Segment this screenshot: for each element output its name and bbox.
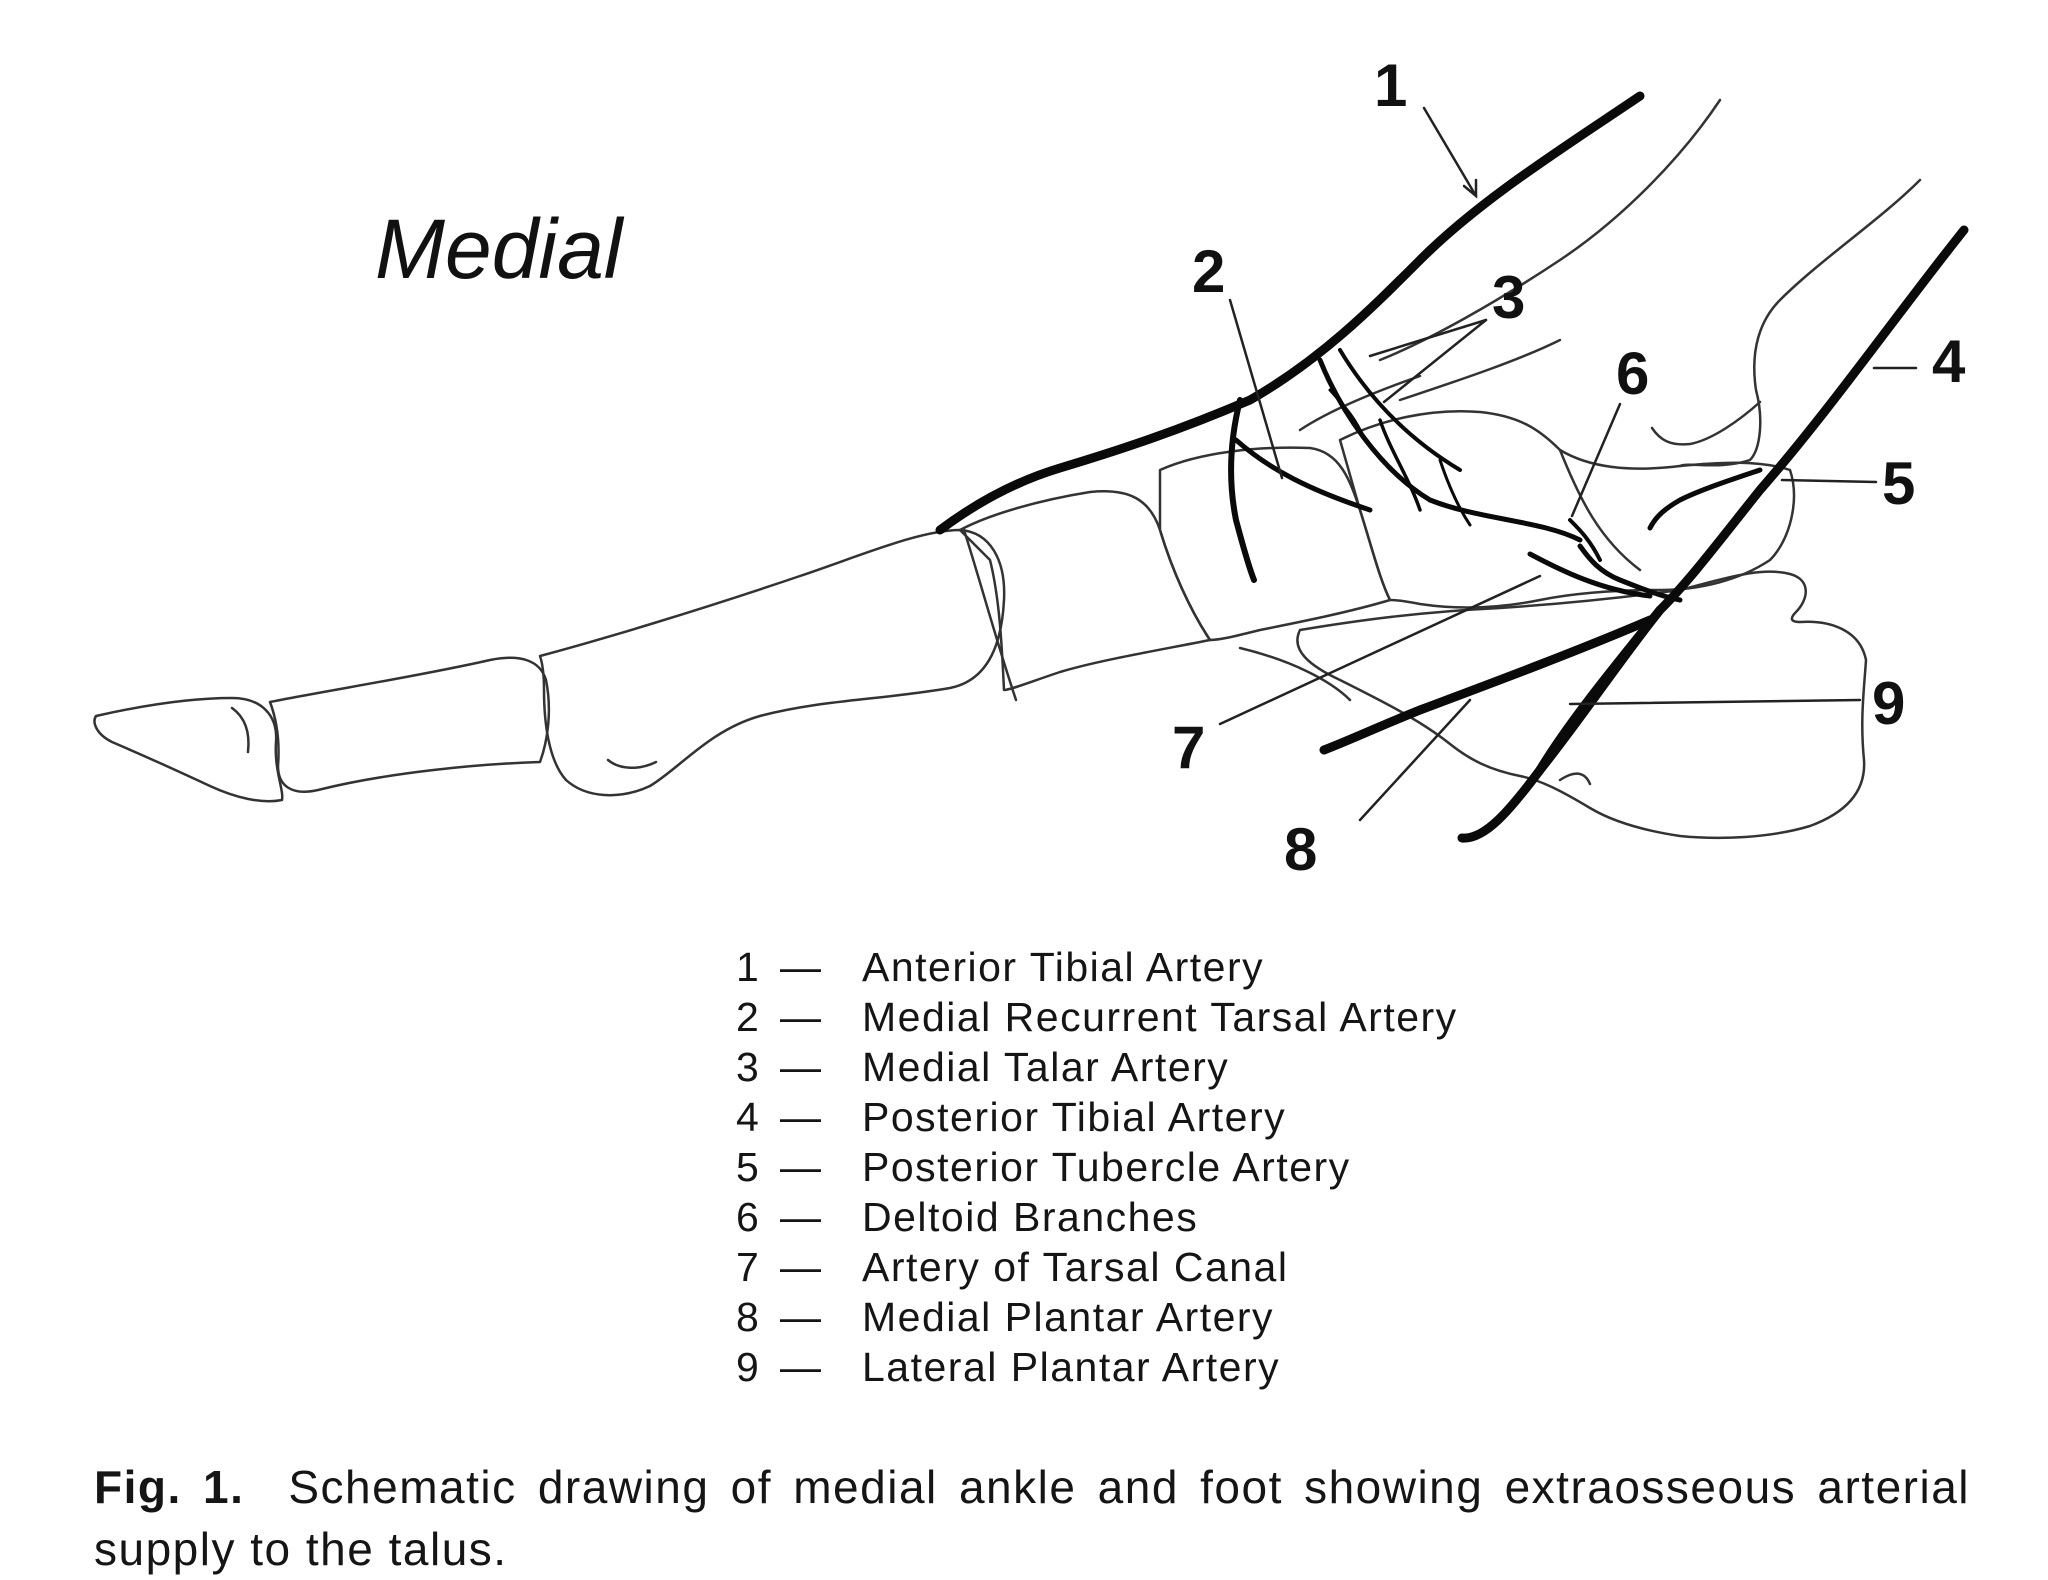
legend: 1—Anterior Tibial Artery 2—Medial Recurr… <box>736 942 1458 1392</box>
foot-bones <box>93 98 1922 840</box>
marker-9: 9 <box>1872 670 1905 737</box>
legend-item-8: 8—Medial Plantar Artery <box>736 1294 1275 1340</box>
proximal-phalanx <box>268 656 551 793</box>
medial-recurrent-tarsal-artery <box>1228 397 1257 583</box>
caption-text: Schematic drawing of medial ankle and fo… <box>94 1461 1971 1575</box>
foot-artery-diagram: Medial <box>93 52 1969 883</box>
marker-2: 2 <box>1192 238 1225 305</box>
medial-cuneiform <box>958 490 1212 692</box>
marker-6: 6 <box>1616 340 1649 407</box>
legend-item-4: 4—Posterior Tibial Artery <box>736 1094 1287 1140</box>
marker-8: 8 <box>1284 816 1317 883</box>
legend-item-6: 6—Deltoid Branches <box>736 1194 1199 1240</box>
legend-item-5: 5—Posterior Tubercle Artery <box>736 1144 1351 1190</box>
talus <box>1338 410 1796 609</box>
tibia <box>1378 98 1722 362</box>
lateral-plantar-artery <box>1535 605 1665 775</box>
fibula <box>1678 178 1922 468</box>
first-metatarsal <box>538 528 1006 797</box>
distal-phalanx <box>93 696 284 803</box>
figure-caption: Fig. 1.Schematic drawing of medial ankle… <box>94 1456 1970 1580</box>
leader-lines <box>1218 106 1918 822</box>
view-label: Medial <box>375 202 625 296</box>
marker-1: 1 <box>1374 52 1407 119</box>
marker-5: 5 <box>1882 450 1915 517</box>
legend-item-9: 9—Lateral Plantar Artery <box>736 1344 1281 1390</box>
deltoid-branches <box>1577 543 1683 603</box>
figure: Medial <box>93 52 1969 1575</box>
marker-7: 7 <box>1172 714 1205 781</box>
medial-talar-artery <box>1317 357 1583 543</box>
arteries <box>935 91 1969 843</box>
anterior-tibial-artery <box>935 91 1645 535</box>
legend-item-3: 3—Medial Talar Artery <box>736 1044 1230 1090</box>
navicular <box>1158 446 1392 642</box>
artery-of-tarsal-canal <box>1527 551 1653 599</box>
marker-3: 3 <box>1492 264 1525 331</box>
marker-4: 4 <box>1932 328 1966 395</box>
legend-item-1: 1—Anterior Tibial Artery <box>736 944 1265 990</box>
posterior-tubercle-artery <box>1647 467 1763 531</box>
number-markers: 1 2 3 4 5 6 7 8 9 <box>1172 52 1966 883</box>
legend-item-2: 2—Medial Recurrent Tarsal Artery <box>736 994 1458 1040</box>
legend-item-7: 7—Artery of Tarsal Canal <box>736 1244 1289 1290</box>
figure-label: Fig. 1. <box>94 1461 245 1513</box>
medial-plantar-artery <box>1319 615 1655 755</box>
posterior-tibial-artery <box>1457 225 1969 843</box>
